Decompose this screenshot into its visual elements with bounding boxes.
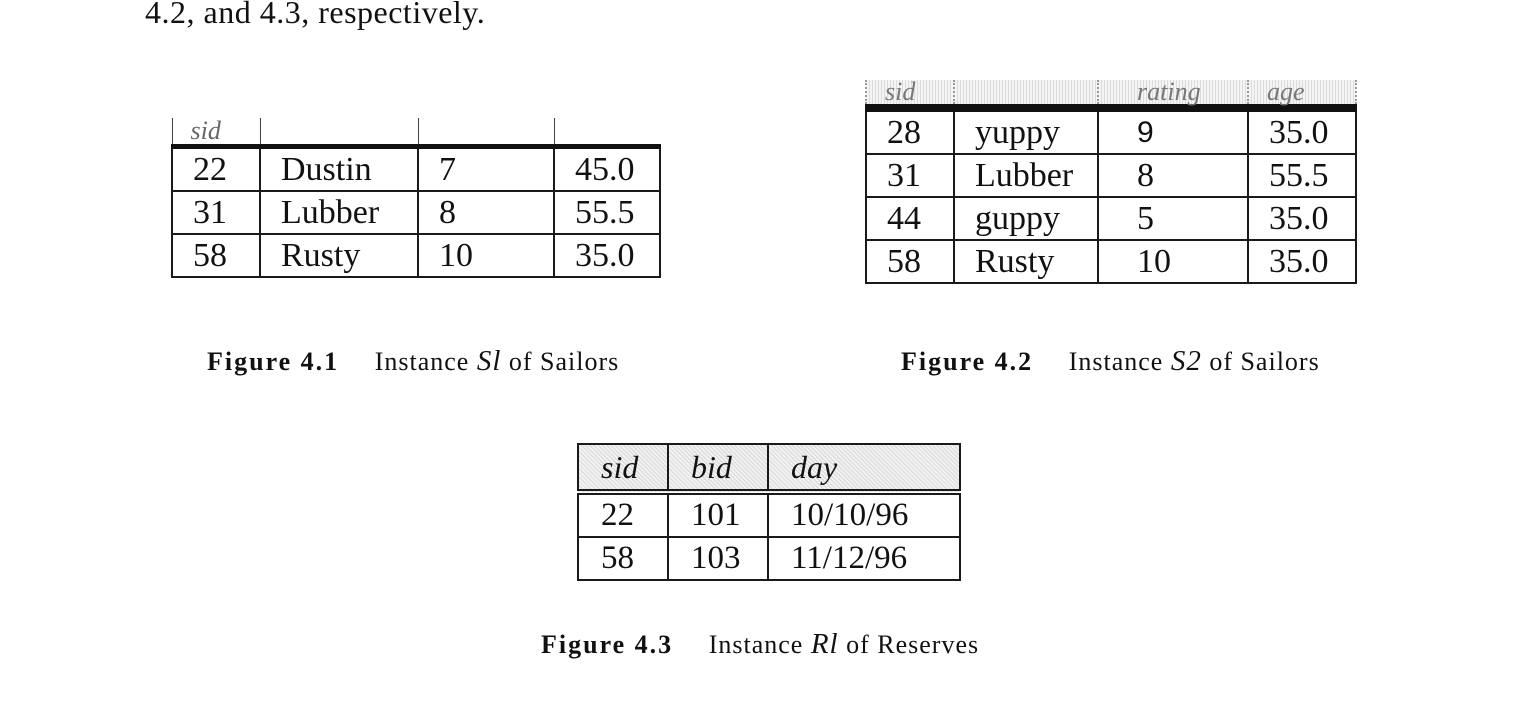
cell: 45.0 [553, 145, 661, 192]
header-cell [953, 80, 1099, 112]
cell: 10 [417, 233, 555, 278]
caption-prefix: Instance [1068, 347, 1164, 376]
header-cell: day [767, 443, 961, 495]
cell: 28 [865, 107, 955, 155]
caption-suffix: of Sailors [1209, 347, 1320, 376]
header-cell: sid [171, 118, 260, 149]
cell: 7 [417, 145, 555, 192]
cell: guppy [953, 196, 1099, 241]
caption-prefix: Instance [708, 630, 804, 659]
sailors-s2-table: sid rating age 28 yuppy 9 35.0 31 Lubber… [865, 79, 1357, 284]
cell: 35.0 [1247, 107, 1357, 155]
figure-label: Figure 4.1 [207, 347, 340, 376]
cell: 22 [171, 145, 261, 192]
instance-name: S2 [1170, 345, 1202, 377]
table-header: sid [171, 118, 660, 149]
table-row: 22 Dustin 7 45.0 [171, 145, 661, 192]
cell: 35.0 [1247, 196, 1357, 241]
cell: 55.5 [553, 190, 661, 235]
header-cell: age [1247, 79, 1357, 112]
cell: Lubber [259, 190, 419, 235]
figure-label: Figure 4.2 [901, 347, 1034, 376]
cell: 8 [417, 190, 555, 235]
figure-4-2-caption: Figure 4.2 Instance S2 of Sailors [901, 345, 1320, 378]
cell: 103 [667, 536, 769, 581]
table-row: 44 guppy 5 35.0 [865, 196, 1357, 241]
caption-prefix: Instance [374, 347, 470, 376]
cell: 58 [865, 239, 955, 284]
cell: Rusty [953, 239, 1099, 284]
figure-4-1-caption: Figure 4.1 Instance Sl of Sailors [207, 345, 619, 378]
cell: 5 [1097, 196, 1249, 241]
cell: 10 [1097, 239, 1249, 284]
cell: 35.0 [553, 233, 661, 278]
table-header: sid bid day [577, 443, 961, 495]
cell: Dustin [259, 145, 419, 192]
figure-4-3-caption: Figure 4.3 Instance Rl of Reserves [541, 628, 979, 661]
cell: yuppy [953, 107, 1099, 155]
cell: 55.5 [1247, 153, 1357, 198]
cell: 31 [171, 190, 261, 235]
intro-text: 4.2, and 4.3, respectively. [145, 0, 486, 30]
cell: 8 [1097, 153, 1249, 198]
caption-suffix: of Reserves [846, 630, 980, 659]
instance-name: Rl [810, 628, 839, 660]
header-cell: sid [865, 79, 955, 112]
table-header: sid rating age [865, 79, 1357, 112]
header-cell [259, 118, 418, 149]
caption-suffix: of Sailors [508, 347, 620, 376]
header-cell: sid [577, 443, 669, 495]
sailors-s1-table: sid 22 Dustin 7 45.0 31 Lubber 8 55.5 58… [171, 118, 661, 278]
cell: 10/10/96 [767, 491, 961, 538]
cell: 35.0 [1247, 239, 1357, 284]
figure-label: Figure 4.3 [541, 630, 674, 659]
cell: 9 [1097, 107, 1249, 155]
header-cell [417, 118, 554, 149]
table-row: 28 yuppy 9 35.0 [865, 107, 1357, 155]
table-row: 22 101 10/10/96 [577, 491, 961, 538]
cell: 44 [865, 196, 955, 241]
cell: 58 [171, 233, 261, 278]
instance-name: Sl [476, 345, 502, 377]
header-cell [553, 118, 660, 149]
table-row: 58 Rusty 10 35.0 [171, 233, 661, 278]
reserves-r1-table: sid bid day 22 101 10/10/96 58 103 11/12… [577, 443, 961, 581]
cell: 58 [577, 536, 669, 581]
header-cell: bid [667, 443, 769, 495]
cell: 22 [577, 491, 669, 538]
cell: 31 [865, 153, 955, 198]
cell: Lubber [953, 153, 1099, 198]
table-row: 58 Rusty 10 35.0 [865, 239, 1357, 284]
header-cell: rating [1097, 79, 1249, 112]
table-row: 58 103 11/12/96 [577, 536, 961, 581]
cell: Rusty [259, 233, 419, 278]
cell: 101 [667, 491, 769, 538]
table-row: 31 Lubber 8 55.5 [865, 153, 1357, 198]
cell: 11/12/96 [767, 536, 961, 581]
table-row: 31 Lubber 8 55.5 [171, 190, 661, 235]
